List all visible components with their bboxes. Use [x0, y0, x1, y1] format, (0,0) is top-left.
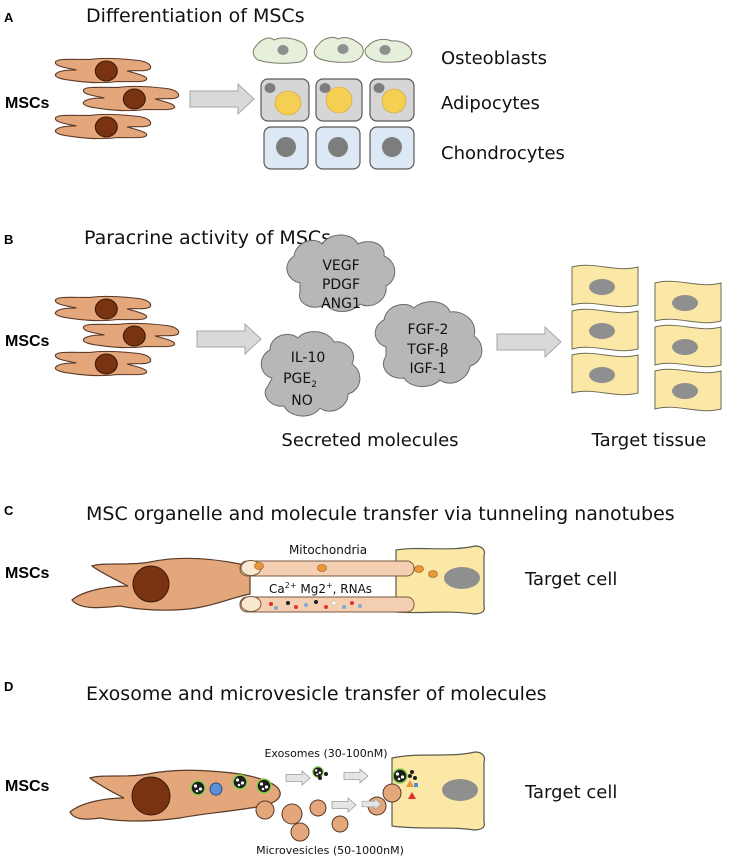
panel-a-msc-cells	[54, 57, 180, 140]
panel-a-letter: A	[4, 10, 14, 25]
cloud-vegf-line3: ANG1	[321, 296, 361, 312]
nanotube-msc-cell	[71, 557, 251, 611]
mg-superscript: +	[326, 581, 333, 590]
target-tissue-caption: Target tissue	[591, 430, 707, 451]
ca-superscript: 2+	[285, 581, 297, 590]
ca-text: Ca	[269, 582, 285, 596]
cloud-il10-line1: IL-10	[291, 350, 326, 366]
panel-b-title: Paracrine activity of MSCs	[84, 227, 331, 249]
panel-b-arrow-left	[196, 323, 262, 355]
cloud-fgf	[374, 301, 483, 387]
exosomes-in-transit	[285, 766, 369, 786]
adipocyte-cells	[260, 78, 415, 122]
panel-b-arrow-right	[496, 326, 562, 358]
exosome-cargo-in-target	[408, 770, 417, 780]
exosomes-label: Exosomes (30-100nM)	[264, 747, 387, 760]
adipocytes-label: Adipocytes	[441, 93, 540, 114]
panel-d-title: Exosome and microvesicle transfer of mol…	[86, 683, 547, 705]
cloud-vegf-line2: PDGF	[322, 277, 360, 293]
cloud-il10-line2: PGE2	[283, 371, 317, 390]
cloud-fgf-line3: IGF-1	[410, 361, 447, 377]
pge-subscript: 2	[311, 380, 317, 390]
panel-d-letter: D	[4, 679, 13, 694]
panel-b-letter: B	[4, 232, 13, 247]
panel-c-title: MSC organelle and molecule transfer via …	[86, 503, 675, 525]
cloud-fgf-line2: TGF-β	[406, 342, 448, 358]
cloud-il10-line3: NO	[291, 393, 313, 409]
nanotube-upper	[239, 560, 415, 577]
osteoblast-cells	[252, 36, 413, 64]
panel-b-msc-cells	[54, 295, 180, 377]
microvesicles	[255, 783, 402, 842]
panel-c-target-label: Target cell	[524, 569, 617, 590]
microvesicles-label: Microvesicles (50-1000nM)	[256, 844, 404, 857]
nanotube-lower	[239, 596, 415, 613]
pge-text: PGE	[283, 371, 311, 387]
rnas-text: , RNAs	[333, 582, 372, 596]
chondrocytes-label: Chondrocytes	[441, 143, 565, 164]
panel-c-msc-label: MSCs	[5, 565, 50, 582]
cloud-vegf-line1: VEGF	[322, 258, 359, 274]
cloud-il10	[260, 331, 361, 417]
secreted-molecules-caption: Secreted molecules	[281, 430, 458, 451]
panel-d-target-label: Target cell	[524, 782, 617, 803]
exo-target-cell	[391, 751, 486, 831]
panel-a-title: Differentiation of MSCs	[86, 5, 305, 27]
cloud-vegf	[286, 234, 396, 312]
panel-b-msc-label: MSCs	[5, 333, 50, 350]
panel-d-msc-label: MSCs	[5, 778, 50, 795]
nanotube-target-cell	[395, 545, 486, 615]
exo-msc-cell	[69, 769, 281, 822]
mg-text: Mg2	[297, 582, 326, 596]
exosome-entering-target	[392, 768, 408, 784]
panel-a-msc-label: MSCs	[5, 95, 50, 112]
target-tissue	[571, 264, 722, 412]
osteoblasts-label: Osteoblasts	[441, 48, 547, 69]
panel-c-letter: C	[4, 503, 14, 518]
mitochondria-label: Mitochondria	[289, 543, 367, 557]
ions-rnas-label: Ca2+ Mg2+, RNAs	[269, 581, 372, 596]
panel-a-arrow	[189, 83, 255, 115]
cloud-fgf-line1: FGF-2	[408, 322, 449, 338]
chondrocyte-cells	[263, 126, 415, 170]
